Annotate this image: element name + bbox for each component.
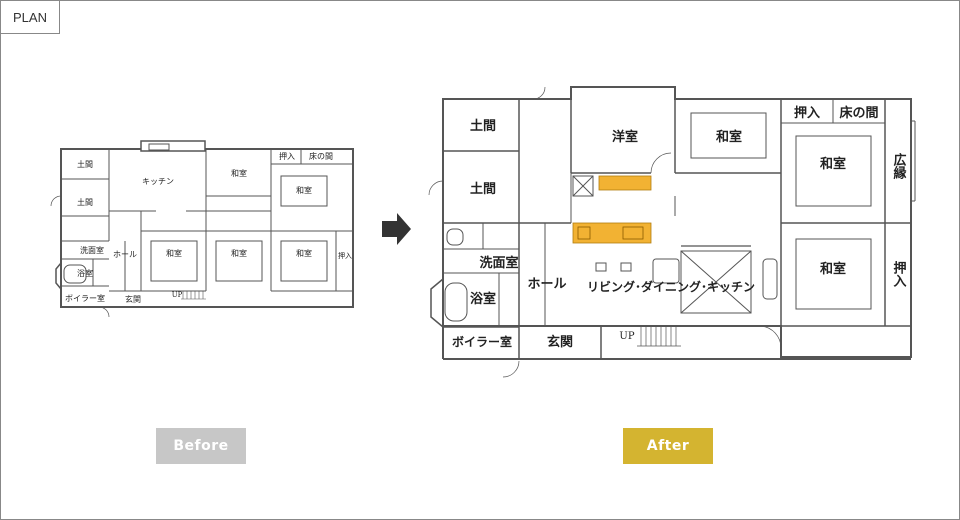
after-bath-label: 浴室 — [470, 291, 496, 307]
after-hiroen-label: 広縁 — [891, 152, 907, 180]
after-washroom-label: 洗面室 — [479, 255, 518, 271]
before-outer-wall — [60, 148, 354, 308]
before-bathtub — [63, 264, 87, 284]
after-sink — [622, 226, 644, 240]
after-washitsu1-label: 和室 — [716, 129, 742, 145]
before-washitsu2-label: 和室 — [166, 248, 182, 258]
after-entrance-label: 玄関 — [547, 334, 573, 350]
after-dining-table — [680, 250, 752, 314]
before-oshiire-side-label: 押入 — [338, 251, 352, 260]
after-ldk-label: リビング･ダイニング･キッチン — [587, 279, 755, 294]
arrow-icon — [382, 213, 411, 245]
plan-label: PLAN — [1, 1, 60, 34]
before-room-labels: 土間 土間 キッチン 洗面室 浴室 ボイラー室 ホール 玄関 和室 和室 和室 … — [65, 151, 352, 304]
before-oshiire-top-label: 押入 — [279, 151, 295, 161]
before-up-label: UP — [172, 291, 183, 299]
after-boiler-label: ボイラー室 — [452, 334, 512, 349]
before-entrance-label: 玄関 — [125, 294, 141, 304]
after-kitchen-counter-bottom — [572, 222, 652, 244]
after-tokonoma-label: 床の間 — [839, 105, 878, 121]
before-washroom-label: 洗面室 — [80, 245, 104, 255]
before-washitsu5-label: 和室 — [296, 185, 312, 195]
before-kitchen-bump — [140, 140, 206, 152]
before-washitsu1-label: 和室 — [231, 168, 247, 178]
before-button[interactable]: Before — [156, 428, 246, 464]
after-washitsu2-label: 和室 — [820, 156, 846, 172]
after-up-label: UP — [619, 331, 634, 342]
after-western-label: 洋室 — [612, 129, 638, 145]
before-kitchen-label: キッチン — [142, 177, 174, 186]
after-oshiire-side-label: 押入 — [891, 260, 907, 287]
before-floorplan — [50, 140, 354, 318]
before-washitsu4-label: 和室 — [296, 248, 312, 258]
before-hall-label: ホール — [113, 250, 137, 259]
after-floorplan — [428, 86, 916, 378]
after-doma1-label: 土間 — [470, 118, 496, 134]
before-sink — [148, 143, 170, 151]
after-doma2-label: 土間 — [470, 181, 496, 197]
before-doma1-label: 土間 — [77, 159, 93, 169]
before-tokonoma-label: 床の間 — [309, 151, 333, 161]
after-toilet — [446, 228, 464, 246]
before-doma2-label: 土間 — [77, 197, 93, 207]
before-washitsu3-label: 和室 — [231, 248, 247, 258]
after-kitchen-counter-top — [598, 175, 652, 191]
after-bathtub — [444, 282, 468, 322]
after-washitsu3-label: 和室 — [820, 261, 846, 277]
before-bath-label: 浴室 — [77, 268, 93, 278]
before-boiler-label: ボイラー室 — [65, 293, 105, 303]
after-oshiire-top-label: 押入 — [794, 105, 820, 121]
after-stove — [577, 226, 591, 240]
after-hall-label: ホール — [527, 277, 566, 292]
after-room-labels: 土間 土間 洋室 和室 押入 床の間 和室 広縁 和室 押入 洗面室 浴室 ホー… — [452, 105, 906, 350]
after-button[interactable]: After — [623, 428, 713, 464]
